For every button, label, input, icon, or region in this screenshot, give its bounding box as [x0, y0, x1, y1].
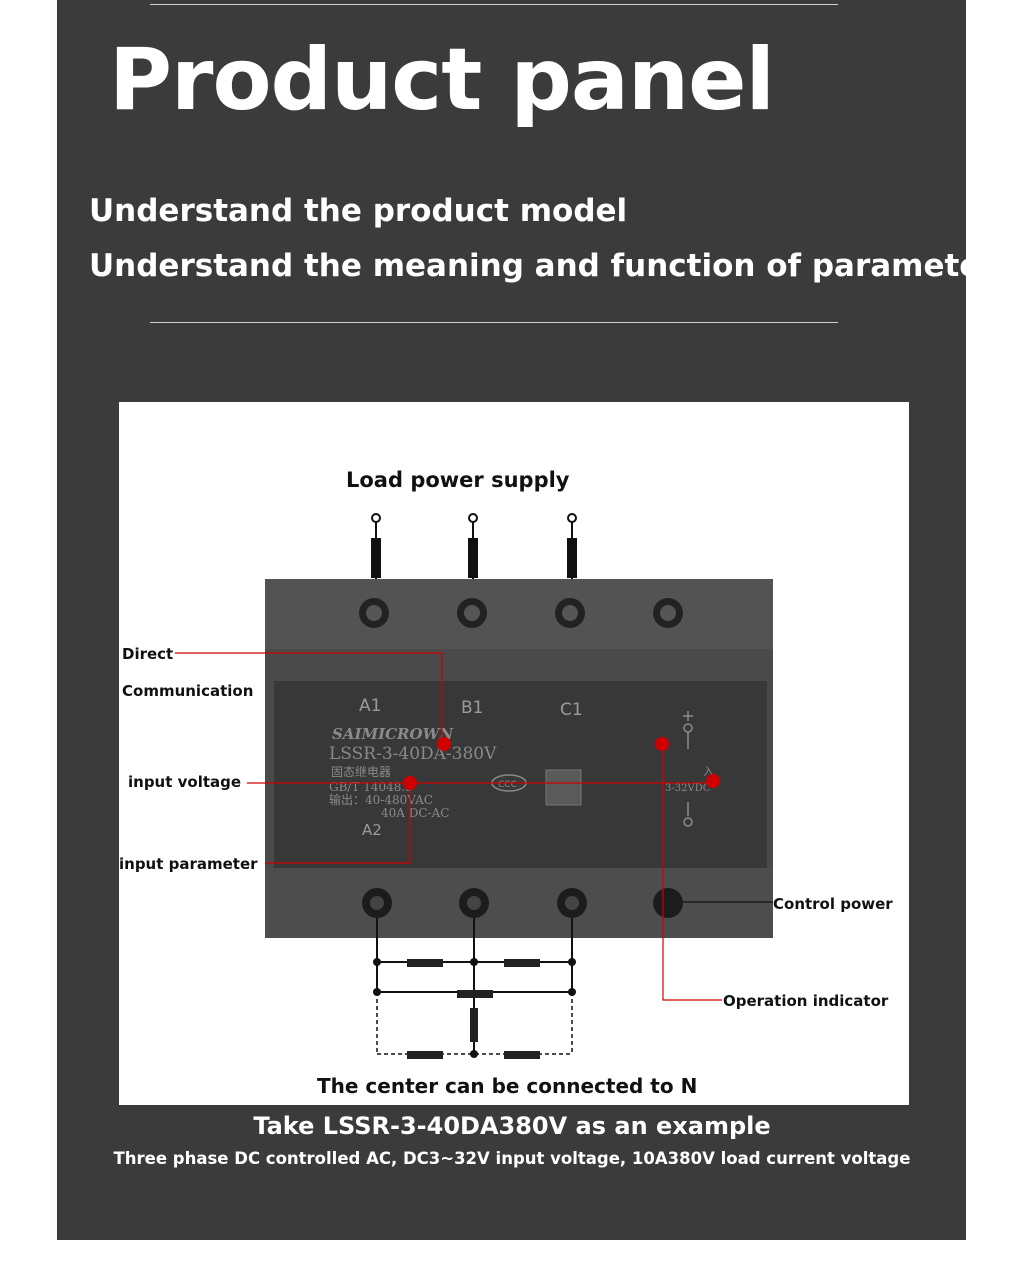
bottom-terminals — [362, 888, 683, 918]
product-diagram: A1 B1 C1 A2 SAIMICROWN LSSR-3-40DA-380V … — [119, 402, 909, 1105]
top-terminals — [359, 598, 683, 628]
junction-dots — [373, 958, 576, 1058]
callout-leaders — [175, 652, 722, 1001]
middle-divider — [150, 322, 838, 323]
subtitle-product-model: Understand the product model — [89, 193, 628, 229]
model-number: LSSR-3-40DA-380V — [329, 744, 497, 764]
load-power-supply-label: Load power supply — [346, 468, 570, 492]
terminal-b1-label: B1 — [461, 698, 483, 718]
polarity-marks — [683, 711, 693, 827]
terminal-a1-label: A1 — [359, 696, 381, 716]
chinese-product-name: 固态继电器 — [331, 765, 391, 779]
input-range-mark: 3-32VDC — [665, 783, 711, 794]
callout-operation-indicator: Operation indicator — [723, 992, 889, 1010]
output-spec: 输出：40-480VAC — [329, 792, 433, 807]
output-type: 40A DC-AC — [381, 806, 449, 820]
example-caption: Take LSSR-3-40DA380V as an example — [253, 1112, 771, 1140]
callout-input-voltage: input voltage — [128, 773, 241, 791]
callout-direct: Direct — [122, 645, 173, 663]
qr-code — [545, 769, 582, 806]
center-neutral-label: The center can be connected to N — [317, 1074, 697, 1098]
page-title: Product panel — [109, 30, 775, 130]
relay-label-window — [274, 681, 767, 868]
description-caption: Three phase DC controlled AC, DC3~32V in… — [113, 1149, 911, 1168]
callout-communication: Communication — [122, 682, 253, 700]
subtitle-parameters: Understand the meaning and function of p… — [89, 248, 1015, 284]
load-resistor-network — [407, 959, 540, 1059]
brand-logo: SAIMICROWN — [332, 725, 454, 743]
top-divider — [150, 4, 838, 5]
terminal-a2-label: A2 — [362, 821, 382, 839]
callout-input-parameter: input parameter — [119, 855, 258, 873]
load-resistors — [371, 538, 577, 578]
callout-dots — [403, 737, 720, 790]
ccc-mark: CCC — [498, 780, 517, 790]
terminal-c1-label: C1 — [560, 700, 583, 720]
standard-number: GB/T 14048.5 — [329, 780, 413, 794]
input-char-mark: 入 — [703, 765, 714, 778]
relay-illustration: A1 B1 C1 A2 SAIMICROWN LSSR-3-40DA-380V … — [119, 468, 893, 1098]
callout-control-power: Control power — [773, 895, 893, 913]
